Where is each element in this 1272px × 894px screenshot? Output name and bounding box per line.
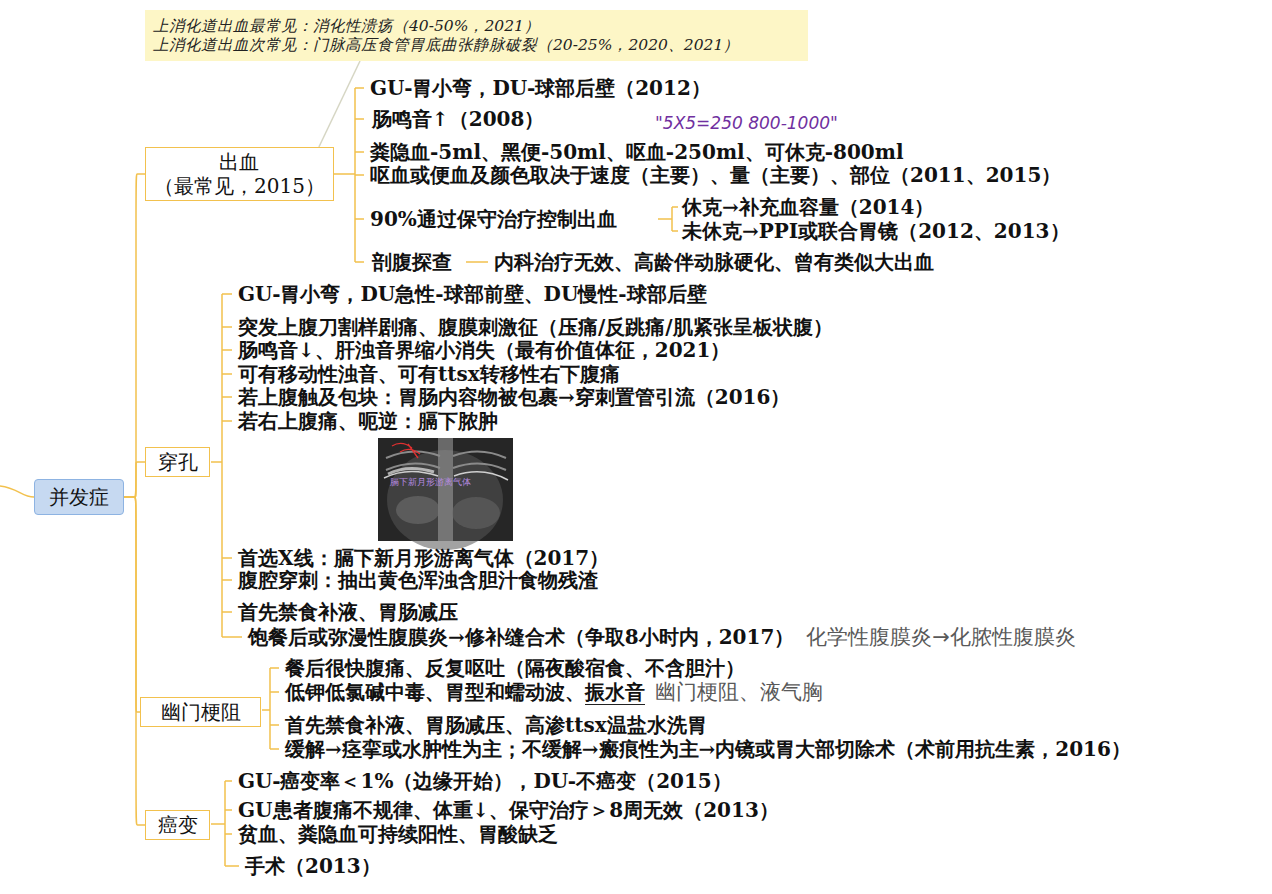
branch-box: 穿孔 [145, 447, 210, 477]
item-text: GU-胃小弯，DU急性-球部前壁、DU慢性-球部后壁 [238, 283, 707, 306]
bracket-line [262, 668, 279, 749]
handwritten-note: 幽门梗阻、液气胸 [655, 680, 823, 704]
item-text: GU患者腹痛不规律、体重↓、保守治疗＞8周无效（2013） [238, 799, 779, 822]
item-text: 内科治疗无效、高龄伴动脉硬化、曾有类似大出血 [494, 251, 934, 274]
connector [124, 497, 140, 712]
item-text: 贫血、粪隐血可持续阳性、胃酸缺乏 [238, 823, 558, 846]
item-text: 休克→补充血容量（2014） [682, 196, 934, 219]
item-text: 未休克→PPI或联合胃镜（2012、2013） [682, 220, 1070, 243]
incoming-line [0, 486, 34, 497]
node-text: 并发症 [49, 485, 109, 509]
root-box: 并发症 [34, 479, 124, 515]
item-text: 腹腔穿刺：抽出黄色浑浊含胆汁食物残渣 [238, 569, 598, 592]
item-text: 若上腹触及包块：胃肠内容物被包裹→穿刺置管引流（2016） [238, 386, 790, 409]
node-text: 上消化道出血最常见：消化性溃疡（40-50%，2021） [153, 17, 540, 36]
branch-box: 幽门梗阻 [140, 697, 261, 727]
item-text: 首先禁食补液、胃肠减压 [238, 601, 458, 624]
node-text: 上消化道出血次常见：门脉高压食管胃底曲张静脉破裂（20-25%，2020、202… [153, 36, 739, 55]
bracket-line [658, 207, 678, 231]
item-text: 肠鸣音↓、肝浊音界缩小消失（最有价值体征，2021） [238, 339, 730, 362]
connector [124, 462, 145, 497]
item-text: GU-胃小弯，DU-球部后壁（2012） [370, 77, 711, 100]
item-text: 可有移动性浊音、可有ttsx转移性右下腹痛 [238, 363, 620, 386]
handwritten-note: "5X5=250 800-1000" [655, 114, 838, 134]
connector [124, 174, 145, 497]
item-text: 低钾低氯碱中毒、胃型和蠕动波、振水音 [285, 681, 645, 704]
connector [124, 497, 145, 825]
branch-box: 出血（最常见，2015） [145, 147, 334, 201]
item-text: 餐后很快腹痛、反复呕吐（隔夜酸宿食、不含胆汁） [285, 657, 745, 680]
bracket-line [211, 294, 242, 637]
handwritten-note: 化学性腹膜炎→化脓性腹膜炎 [806, 625, 1076, 649]
item-text: 首选X线：膈下新月形游离气体（2017） [238, 547, 609, 570]
note-box: 上消化道出血最常见：消化性溃疡（40-50%，2021）上消化道出血次常见：门脉… [145, 10, 808, 61]
dash-line [466, 261, 488, 263]
node-text: 出血 [219, 150, 259, 174]
item-text: 肠鸣音↑（2008） [372, 108, 544, 131]
item-text: GU-癌变率＜1%（边缘开始），DU-不癌变（2015） [238, 770, 732, 793]
item-text: 粪隐血-5ml、黑便-50ml、呕血-250ml、可休克-800ml [370, 141, 904, 164]
item-text: 呕血或便血及颜色取决于速度（主要）、量（主要）、部位（2011、2015） [370, 164, 1061, 187]
branch-box: 癌变 [145, 810, 210, 840]
item-text: 90%通过保守治疗控制出血 [370, 208, 617, 231]
item-text: 缓解→痉挛或水肿性为主；不缓解→瘢痕性为主→内镜或胃大部切除术（术前用抗生素，2… [285, 738, 1131, 761]
item-text: 首先禁食补液、胃肠减压、高渗ttsx温盐水洗胃 [285, 714, 707, 737]
node-text: 穿孔 [158, 450, 198, 474]
node-text: 癌变 [158, 813, 198, 837]
xray-image [378, 438, 513, 550]
item-text: 饱餐后或弥漫性腹膜炎→修补缝合术（争取8小时内，2017） [248, 626, 794, 649]
connector [319, 61, 360, 147]
item-text: 突发上腹刀割样剧痛、腹膜刺激征（压痛/反跳痛/肌紧张呈板状腹） [238, 316, 833, 339]
image-label: 膈下新月形游离气体 [390, 477, 471, 487]
node-text: 幽门梗阻 [161, 700, 241, 724]
underline [585, 704, 645, 705]
item-text: 剖腹探查 [372, 251, 452, 274]
item-text: 手术（2013） [245, 855, 381, 878]
node-text: （最常见，2015） [154, 174, 325, 198]
item-text: 若右上腹痛、呃逆：膈下脓肿 [238, 410, 498, 433]
bracket-line [211, 781, 239, 866]
